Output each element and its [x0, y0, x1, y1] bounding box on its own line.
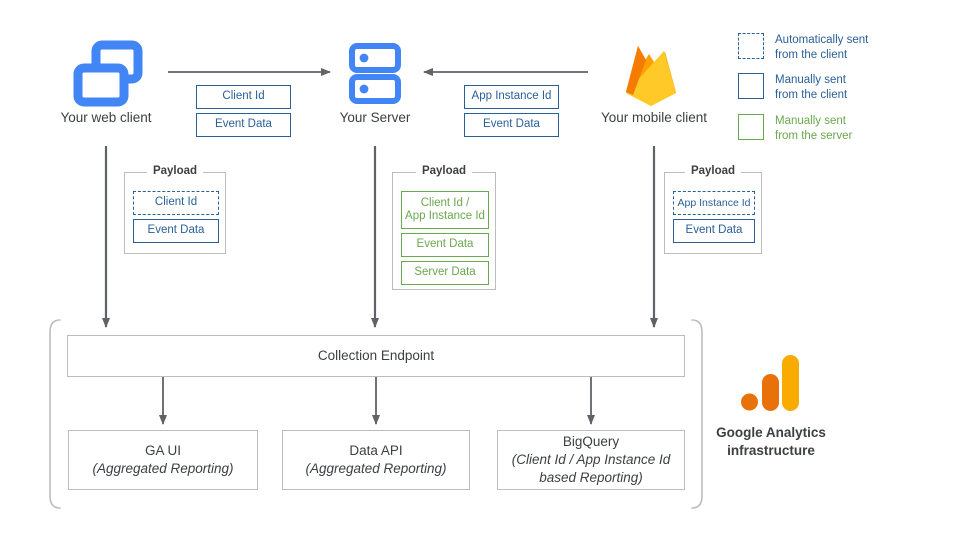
server-icon: [349, 43, 401, 104]
transport-chip-mobile-app-instance-id: App Instance Id: [464, 85, 559, 109]
google-analytics-logo: [741, 355, 799, 411]
output-ga-ui-title: GA UI: [144, 442, 181, 458]
legend-2-line2: from the server: [775, 130, 853, 143]
mobile-client-label: Your mobile client: [600, 110, 708, 125]
web-client-icon: [73, 40, 143, 107]
output-data-api-title: Data API: [349, 442, 403, 458]
output-bigquery-subtitle: (Client Id / App Instance Id: [511, 451, 671, 467]
legend-0-line1: Automatically sent: [775, 34, 869, 46]
legend-1-line2: from the client: [775, 89, 848, 102]
collection-endpoint-label: Collection Endpoint: [317, 347, 435, 363]
payload-server-client-app-id: Client Id / App Instance Id: [401, 191, 489, 229]
payload-web-client-id: Client Id: [133, 191, 219, 215]
output-box-ga-ui: GA UI (Aggregated Reporting): [68, 430, 258, 490]
payload-mobile-event-data: Event Data: [673, 219, 755, 243]
server-label: Your Server: [339, 110, 411, 125]
legend-label-manual-client: Manually sent from the client: [775, 73, 847, 103]
infrastructure-bracket-right: [691, 319, 703, 509]
output-bigquery-subtitle2: based Reporting): [539, 470, 643, 486]
transport-chip-web-client-id: Client Id: [196, 85, 291, 109]
legend-2-line1: Manually sent: [775, 115, 846, 127]
legend-0-line2: from the client: [775, 49, 848, 62]
payload-mobile-app-instance-id: App Instance Id: [673, 191, 755, 215]
output-box-data-api: Data API (Aggregated Reporting): [282, 430, 470, 490]
legend-swatch-solid-blue: [738, 73, 764, 99]
collection-endpoint-box: Collection Endpoint: [67, 335, 685, 377]
payload-web-client: Payload Client Id Event Data: [124, 165, 226, 254]
legend-1-line1: Manually sent: [775, 74, 846, 86]
payload-mobile-client: Payload App Instance Id Event Data: [664, 165, 762, 254]
firebase-icon: [626, 46, 676, 106]
output-box-bigquery: BigQuery (Client Id / App Instance Id ba…: [497, 430, 685, 490]
output-bigquery-title: BigQuery: [562, 433, 620, 449]
legend-swatch-solid-green: [738, 114, 764, 140]
ga-caption-line2: infrastructure: [727, 442, 815, 458]
payload-web-client-title: Payload: [146, 165, 204, 177]
legend-item-manual-server: Manually sent from the server: [738, 114, 852, 144]
payload-server-id-line2: App Instance Id: [405, 210, 485, 222]
payload-server-id-line1: Client Id /: [420, 196, 470, 209]
ga-infrastructure-caption: Google Analytics infrastructure: [691, 424, 851, 459]
transport-chip-web-event-data: Event Data: [196, 113, 291, 137]
transport-chip-mobile-event-data: Event Data: [464, 113, 559, 137]
payload-mobile-client-title: Payload: [684, 165, 742, 177]
payload-server-title: Payload: [415, 165, 473, 177]
legend-item-manual-client: Manually sent from the client: [738, 73, 847, 103]
payload-server-event-data: Event Data: [401, 233, 489, 257]
payload-web-event-data: Event Data: [133, 219, 219, 243]
infrastructure-bracket-left: [49, 319, 61, 509]
legend-item-automatic-client: Automatically sent from the client: [738, 33, 868, 63]
output-ga-ui-subtitle: (Aggregated Reporting): [92, 461, 234, 476]
payload-server-data: Server Data: [401, 261, 489, 285]
legend-label-automatic-client: Automatically sent from the client: [775, 33, 868, 63]
legend-label-manual-server: Manually sent from the server: [775, 114, 852, 144]
payload-server: Payload Client Id / App Instance Id Even…: [392, 165, 496, 290]
web-client-label: Your web client: [60, 110, 152, 125]
ga-caption-line1: Google Analytics: [716, 425, 826, 440]
legend-swatch-dashed-blue: [738, 33, 764, 59]
output-data-api-subtitle: (Aggregated Reporting): [305, 461, 447, 476]
